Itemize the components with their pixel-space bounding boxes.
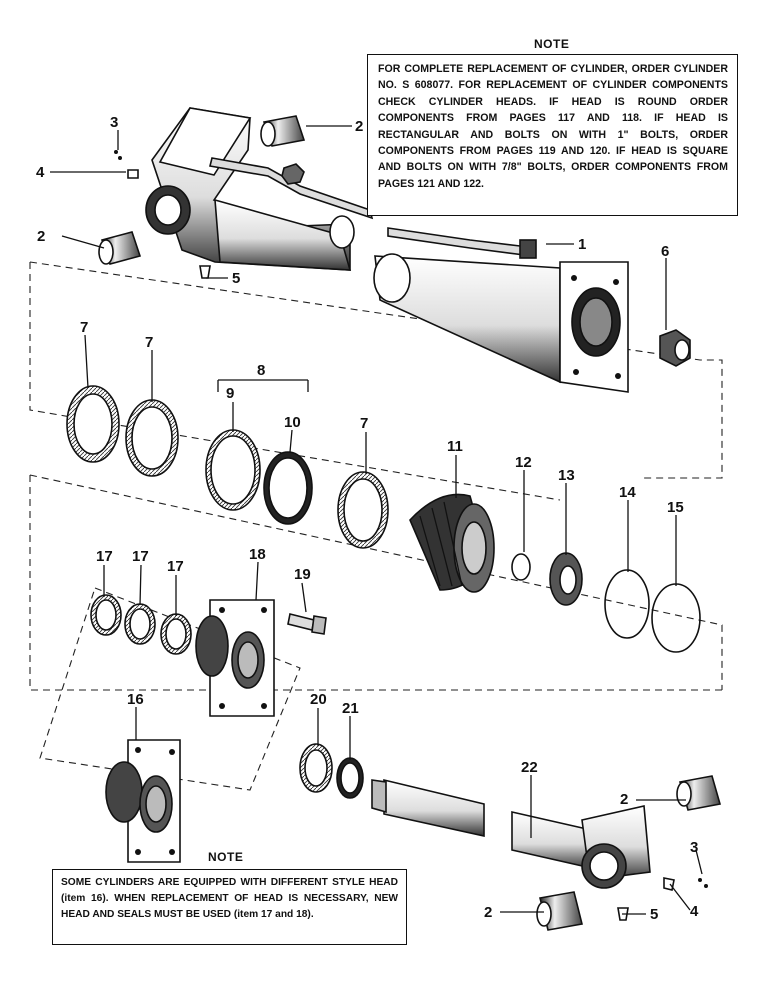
explode-guide-middle xyxy=(29,474,723,691)
bushing-lower-left xyxy=(536,891,583,931)
callout-1: 1 xyxy=(578,236,586,253)
callout-17: 17 xyxy=(96,548,113,565)
bushing-lower-right xyxy=(676,775,722,811)
explode-guide-upper xyxy=(29,261,723,501)
note-top-box: FOR COMPLETE REPLACEMENT OF CYLINDER, OR… xyxy=(367,54,738,216)
callout-14: 14 xyxy=(619,484,636,501)
callout-8: 8 xyxy=(257,362,265,379)
callout-13: 13 xyxy=(558,467,575,484)
note-bottom-title: NOTE xyxy=(208,850,244,864)
square-head-18 xyxy=(195,599,275,717)
callout-21: 21 xyxy=(342,700,359,717)
callout-10: 10 xyxy=(284,414,301,431)
seal-21 xyxy=(336,757,364,799)
callout-2: 2 xyxy=(620,791,628,808)
note-bottom-box: SOME CYLINDERS ARE EQUIPPED WITH DIFFERE… xyxy=(52,869,407,945)
leader-lines xyxy=(50,125,703,915)
cylinder-tube xyxy=(373,253,629,393)
callout-19: 19 xyxy=(294,566,311,583)
callout-7: 7 xyxy=(80,319,88,336)
callout-5: 5 xyxy=(650,906,658,923)
callout-2: 2 xyxy=(37,228,45,245)
callout-2: 2 xyxy=(355,118,363,135)
callout-15: 15 xyxy=(667,499,684,516)
piston-rod xyxy=(371,778,651,889)
hydraulic-line-lower xyxy=(387,227,533,257)
callout-11: 11 xyxy=(447,438,463,455)
note-top-title: NOTE xyxy=(534,37,570,51)
note-bottom-text: SOME CYLINDERS ARE EQUIPPED WITH DIFFERE… xyxy=(61,877,398,920)
seal-17b xyxy=(124,603,156,645)
bushing-upper xyxy=(260,115,306,147)
callout-3: 3 xyxy=(110,114,118,131)
piston xyxy=(409,493,495,593)
note-top-text: FOR COMPLETE REPLACEMENT OF CYLINDER, OR… xyxy=(378,63,728,190)
callout-17: 17 xyxy=(132,548,149,565)
callout-2: 2 xyxy=(484,904,492,921)
bushing-left xyxy=(98,231,142,265)
tube-fitting xyxy=(519,239,537,259)
callout-16: 16 xyxy=(127,691,144,708)
callout-17: 17 xyxy=(167,558,184,575)
seal-ring-7b xyxy=(125,399,179,477)
callout-22: 22 xyxy=(521,759,538,776)
callout-12: 12 xyxy=(515,454,532,471)
hydraulic-line xyxy=(209,157,374,220)
wiper-ring-9 xyxy=(205,429,261,511)
bolt-19 xyxy=(287,613,327,635)
callout-5: 5 xyxy=(232,270,240,287)
callout-7: 7 xyxy=(145,334,153,351)
seal-20 xyxy=(299,743,333,793)
callout-3: 3 xyxy=(690,839,698,856)
callout-4: 4 xyxy=(36,164,45,181)
cylinder-barrel xyxy=(145,107,355,271)
nut-13 xyxy=(549,552,583,606)
callout-6: 6 xyxy=(661,243,669,260)
round-head-16 xyxy=(105,739,181,863)
callout-4: 4 xyxy=(690,903,699,920)
seal-17c xyxy=(160,613,192,655)
seal-ring-7c xyxy=(337,471,389,549)
o-ring-12 xyxy=(511,553,531,581)
seal-ring-7a xyxy=(66,385,120,463)
callout-20: 20 xyxy=(310,691,327,708)
callout-9: 9 xyxy=(226,385,234,402)
callout-7: 7 xyxy=(360,415,368,432)
callout-18: 18 xyxy=(249,546,266,563)
callout-labels: 1 2 2 2 2 3 3 4 4 5 5 6 7 7 7 8 9 10 11 … xyxy=(36,114,699,923)
backup-ring-10 xyxy=(263,451,313,525)
o-ring-14 xyxy=(604,569,650,639)
lock-nut xyxy=(659,329,691,367)
backup-ring-15 xyxy=(651,583,701,653)
line-nut xyxy=(281,163,305,185)
seal-17a xyxy=(90,594,122,636)
